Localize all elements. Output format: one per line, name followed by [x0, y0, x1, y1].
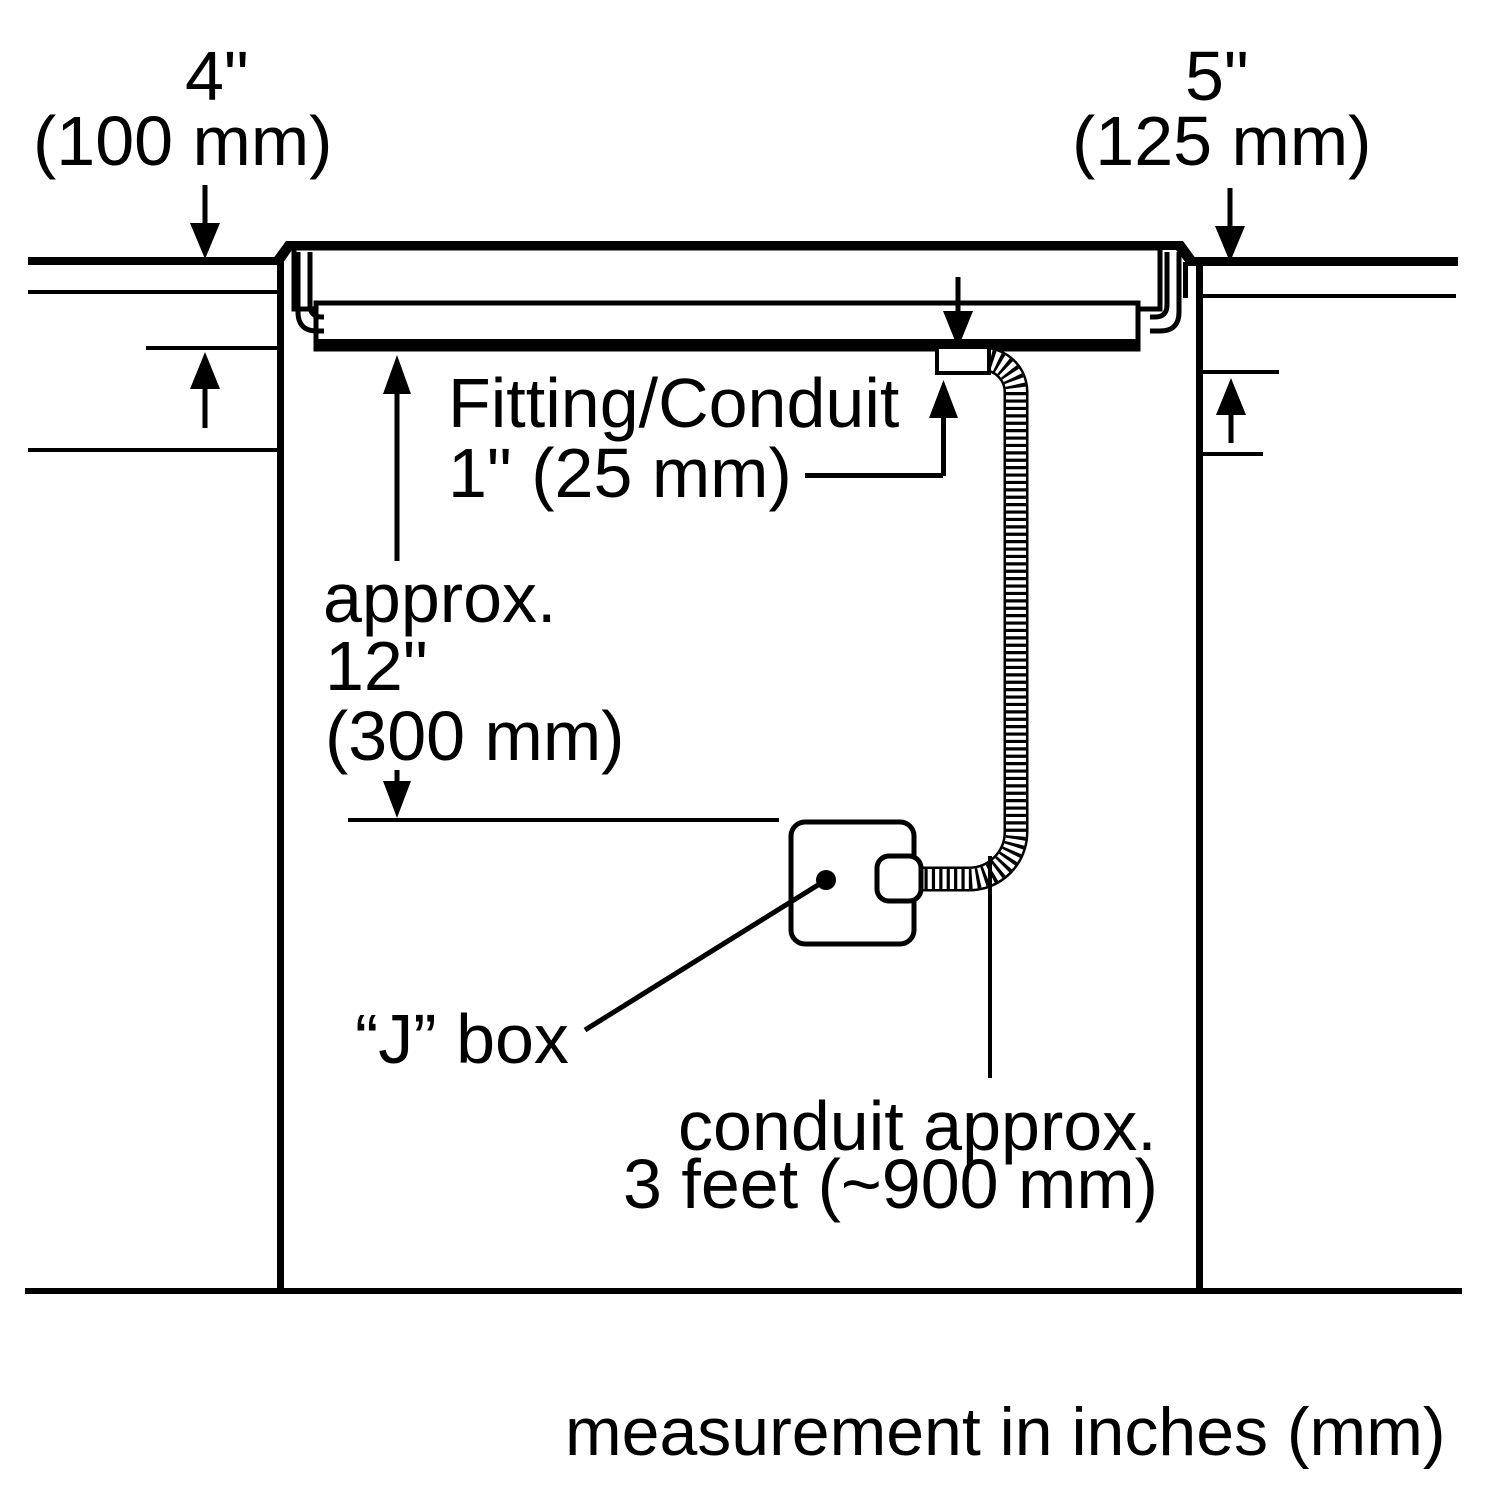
cooktop-bottom-extension-left-line	[146, 346, 283, 350]
dim-125mm-label: (125 mm)	[1072, 102, 1371, 180]
conduit-length-label: 3 feet (~900 mm)	[623, 1145, 1158, 1223]
left-mounting-bracket-inner	[307, 252, 324, 320]
conduit-ribs	[921, 349, 1026, 889]
conduit-approx-label: conduit approx.	[678, 1087, 1157, 1165]
dim-4in-arrow	[190, 185, 220, 259]
left-mounting-bracket-outer	[295, 252, 324, 334]
dim-12in-label: 12"	[325, 627, 428, 705]
fitting-up-arrow-leader	[805, 380, 958, 478]
reference-line-right-top	[1203, 370, 1279, 374]
dim-12in-top-arrow	[383, 355, 411, 561]
counter-cutout-right-edge	[1183, 262, 1188, 298]
cabinet-bottom-line	[25, 1288, 1462, 1294]
dim-4in-label: 4"	[185, 37, 249, 115]
reference-line-right-base	[1203, 452, 1263, 456]
reference-line-left-base	[28, 448, 283, 452]
cooktop-bottom-thick-line	[316, 339, 1138, 349]
countertop-underside-right-line	[1200, 294, 1456, 298]
right-mounting-bracket-inner	[1150, 252, 1170, 320]
right-mounting-bracket-outer	[1150, 252, 1182, 334]
countertop-surface-right-line	[1186, 257, 1458, 266]
dim-12in-bottom-arrow	[383, 770, 411, 818]
fitting-size-label: 1" (25 mm)	[448, 434, 792, 512]
dim-5in-label: 5"	[1185, 37, 1249, 115]
dim-300mm-label: (300 mm)	[325, 697, 624, 775]
left-clearance-arrow	[190, 352, 220, 428]
fitting-conduit-label: Fitting/Conduit	[448, 364, 899, 442]
cabinet-right-wall	[1196, 266, 1203, 1292]
cooktop-body-upper	[291, 245, 1163, 312]
dim-100mm-label: (100 mm)	[33, 102, 332, 180]
conduit-fitting	[935, 345, 991, 375]
footer-note: measurement in inches (mm)	[565, 1394, 1445, 1470]
countertop-surface-left-line	[28, 257, 277, 265]
cabinet-left-wall	[277, 262, 284, 1292]
right-clearance-arrow	[1216, 378, 1246, 443]
dim-12in-baseline	[348, 818, 779, 822]
jbox-label: “J” box	[355, 1000, 569, 1078]
cooktop-glass-top	[270, 241, 1199, 263]
countertop-underside-left-line	[28, 290, 277, 294]
dim-5in-arrow	[1215, 188, 1245, 262]
fitting-down-arrow	[943, 277, 973, 348]
junction-box-tab	[874, 853, 924, 904]
jbox-leader-line	[583, 877, 828, 1033]
flexible-conduit	[921, 346, 1029, 892]
approx-label: approx.	[323, 559, 556, 637]
